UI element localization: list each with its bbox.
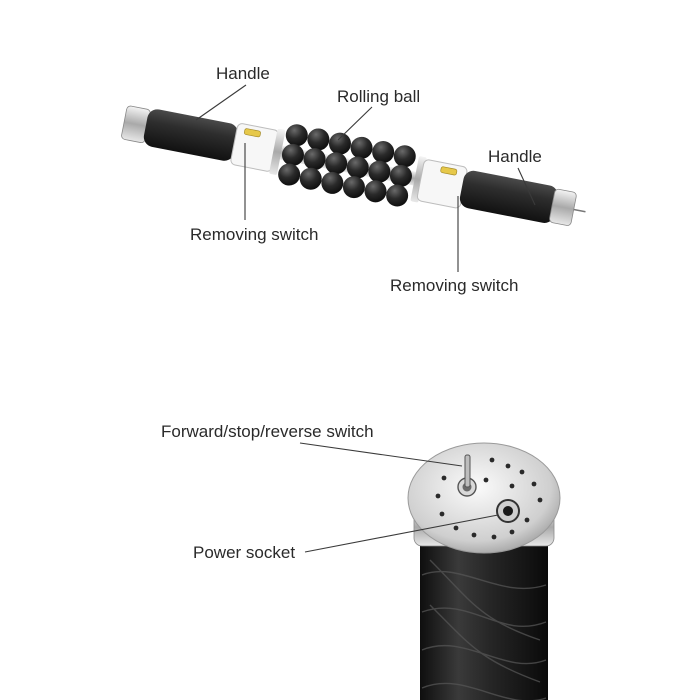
ball bbox=[386, 184, 409, 207]
ball bbox=[321, 171, 344, 194]
vent-hole bbox=[453, 525, 459, 531]
top-cap bbox=[407, 442, 561, 554]
label-forward-stop-reverse-switch: Forward/stop/reverse switch bbox=[161, 422, 374, 441]
leader-handle-right bbox=[517, 167, 536, 206]
power-socket[interactable] bbox=[496, 499, 520, 523]
left-handle bbox=[143, 109, 238, 161]
grip-texture bbox=[421, 559, 547, 700]
left-removing-switch[interactable] bbox=[244, 128, 261, 138]
handle-closeup bbox=[407, 442, 561, 700]
ball bbox=[307, 128, 330, 151]
vent-hole bbox=[519, 469, 525, 475]
ball bbox=[389, 164, 412, 187]
leader-toggle-switch bbox=[299, 442, 463, 467]
vent-hole bbox=[471, 532, 477, 538]
right-end-pin bbox=[573, 208, 586, 213]
label-power-socket: Power socket bbox=[193, 543, 295, 562]
ball bbox=[328, 132, 351, 155]
vent-hole bbox=[483, 477, 489, 483]
label-handle-right: Handle bbox=[488, 147, 542, 166]
ball bbox=[281, 143, 304, 166]
vent-hole bbox=[435, 493, 441, 499]
ball bbox=[346, 156, 369, 179]
ball bbox=[299, 167, 322, 190]
roller-stick bbox=[121, 105, 586, 226]
vent-hole bbox=[439, 511, 445, 517]
label-rolling-ball: Rolling ball bbox=[337, 87, 420, 106]
leader-handle-left bbox=[195, 84, 247, 121]
ball bbox=[342, 176, 365, 199]
vent-hole bbox=[441, 475, 447, 481]
vent-hole bbox=[489, 457, 495, 463]
ball bbox=[350, 136, 373, 159]
ball bbox=[364, 180, 387, 203]
ball bbox=[303, 148, 326, 171]
ball bbox=[285, 124, 308, 147]
vent-holes bbox=[435, 457, 543, 540]
ball bbox=[372, 141, 395, 164]
vent-hole bbox=[491, 534, 497, 540]
vent-hole bbox=[505, 463, 511, 469]
leader-power-socket bbox=[304, 514, 499, 553]
rolling-balls bbox=[278, 124, 416, 207]
vent-hole bbox=[537, 497, 543, 503]
leader-rolling-ball bbox=[337, 106, 373, 141]
label-removing-switch-right: Removing switch bbox=[390, 276, 519, 295]
vent-hole bbox=[509, 529, 515, 535]
vent-hole bbox=[509, 483, 515, 489]
vent-hole bbox=[524, 517, 530, 523]
label-removing-switch-left: Removing switch bbox=[190, 225, 319, 244]
right-removing-switch[interactable] bbox=[440, 166, 458, 176]
left-chrome-ring bbox=[269, 128, 286, 175]
ball bbox=[393, 145, 416, 168]
vent-hole bbox=[531, 481, 537, 487]
ball bbox=[368, 160, 391, 183]
ball bbox=[325, 152, 348, 175]
label-handle-left: Handle bbox=[216, 64, 270, 83]
forward-stop-reverse-toggle[interactable] bbox=[457, 454, 477, 497]
right-handle bbox=[459, 170, 558, 223]
ball bbox=[278, 163, 301, 186]
